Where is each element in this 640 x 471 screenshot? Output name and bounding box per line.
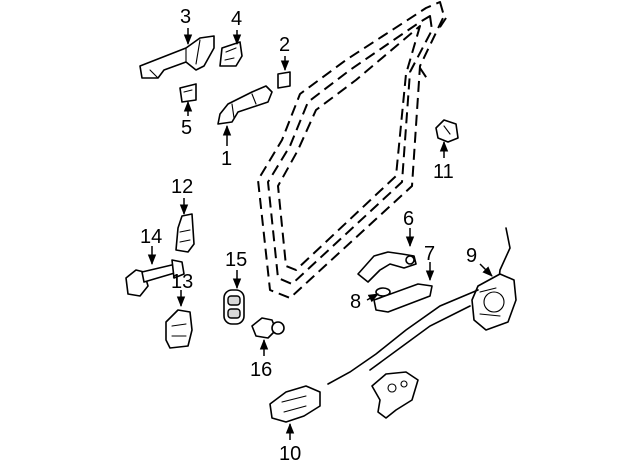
part-14-door-check [125,259,185,297]
callout-12: 12 [171,176,193,198]
callout-labels: 3 4 2 5 1 11 12 14 13 15 16 6 7 8 9 10 [140,6,477,465]
callout-14: 14 [140,226,162,248]
callout-1: 1 [221,148,232,170]
callout-16: 16 [250,359,272,381]
part-5-pad [179,83,197,103]
callout-4: 4 [231,8,242,30]
part-6-inside-handle [357,251,417,283]
cables [327,289,479,385]
callout-8: 8 [350,291,361,313]
callout-13: 13 [171,271,193,293]
callout-6: 6 [403,208,414,230]
callout-7: 7 [424,243,435,265]
part-7-bezel [373,283,433,313]
part-2-pad [277,71,291,89]
part-13-hinge [165,309,193,349]
part-16-lock-cylinder [251,317,285,339]
lower-bracket [371,371,419,419]
door-frame [257,1,447,299]
part-15-switch [223,289,245,325]
part-12-hinge [175,213,195,253]
part-4-gasket [219,41,243,67]
part-3-outside-handle [139,35,215,79]
part-9-latch [471,227,517,331]
callout-15: 15 [225,249,247,271]
callout-2: 2 [279,34,290,56]
callout-3: 3 [180,6,191,28]
callout-5: 5 [181,117,192,139]
part-1-handle [217,85,273,125]
part-11-bracket [435,119,459,143]
callout-11: 11 [433,161,454,183]
callout-9: 9 [466,245,477,267]
callout-10: 10 [279,443,301,465]
part-10-actuator [269,385,321,423]
leader-lines [147,28,493,440]
